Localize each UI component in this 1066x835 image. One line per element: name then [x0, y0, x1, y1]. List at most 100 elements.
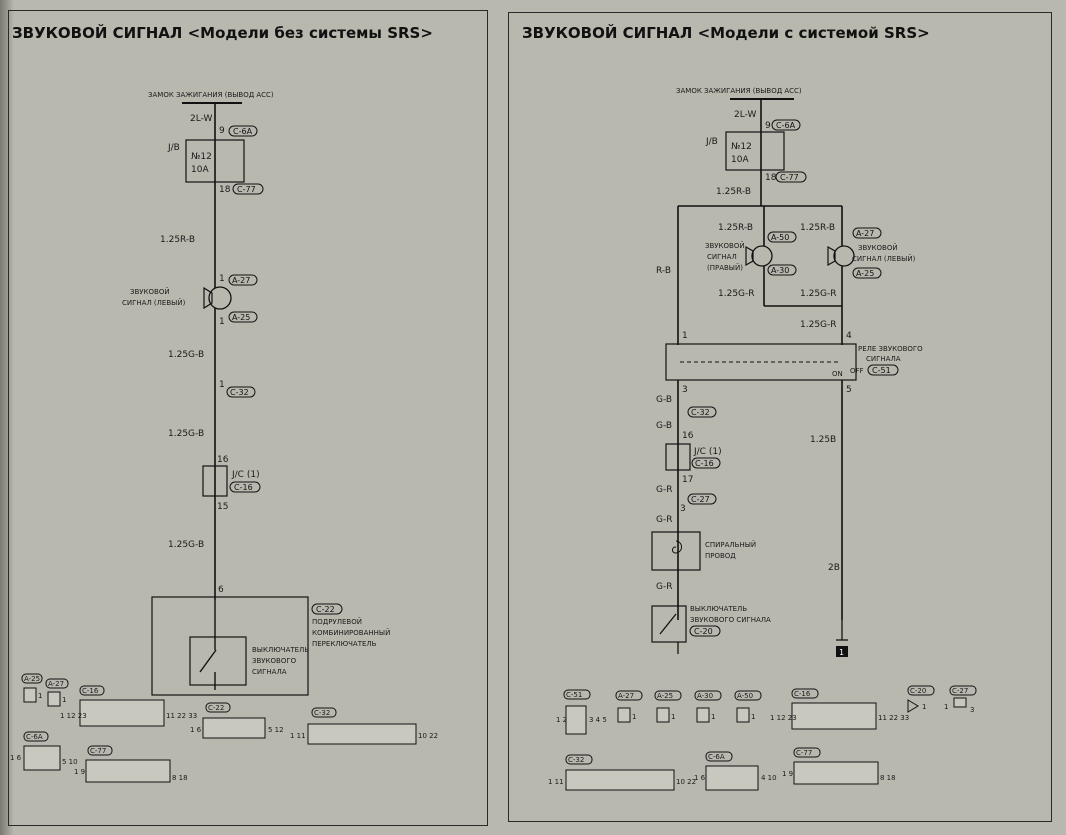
right-relay-off: OFF [850, 367, 864, 375]
left-badge-c32: C-32 [230, 388, 249, 397]
right-badge-c16: C-16 [695, 459, 714, 468]
right-spiral-box [651, 531, 701, 571]
left-combo-2: КОМБИНИРОВАННЫЙ [312, 628, 390, 637]
right-wire-gb-2: G-B [656, 421, 672, 431]
left-connector-c6a: C-6A 1 6 5 10 [10, 731, 78, 771]
svg-text:C-6A: C-6A [708, 753, 725, 761]
right-wiring-diagram: ЗАМОК ЗАЖИГАНИЯ (ВЫВОД ACC) 2L-W 9 C-6A … [548, 87, 977, 791]
svg-text:8 18: 8 18 [880, 774, 896, 782]
right-jb-label: J/B [705, 137, 718, 147]
right-connector-c32: C-32 1 11 10 22 [548, 754, 696, 791]
right-diagram-frame [508, 12, 1052, 822]
svg-text:C-77: C-77 [796, 749, 812, 757]
svg-text:1 2: 1 2 [556, 716, 567, 724]
svg-text:1 6: 1 6 [694, 774, 706, 782]
right-jc-box [665, 443, 691, 471]
svg-text:1: 1 [62, 696, 66, 704]
left-pin-1c: 1 [219, 380, 225, 390]
left-wiring-diagram: ЗАМОК ЗАЖИГАНИЯ (ВЫВОД ACC) 2L-W 9 C-6A … [10, 91, 438, 783]
right-jc-label: J/C (1) [693, 447, 722, 457]
left-wire-top: 2L-W [190, 114, 212, 124]
svg-text:1: 1 [671, 713, 675, 721]
right-connector-c16: C-16 1 12 23 11 22 33 [770, 688, 909, 730]
svg-text:11 22 33: 11 22 33 [878, 714, 909, 722]
svg-text:1: 1 [711, 713, 715, 721]
left-pin-9: 9 [219, 126, 225, 136]
right-wire-g-right: 1.25G-R [800, 289, 837, 299]
right-wire-gr-2: G-R [656, 515, 672, 525]
left-combo-1: ПОДРУЛЕВОЙ [312, 617, 362, 626]
left-switch-1: ВЫКЛЮЧАТЕЛЬ [252, 646, 309, 654]
left-horn-label-1: ЗВУКОВОЙ [130, 287, 170, 296]
left-badge-c6a: C-6A [233, 127, 253, 136]
left-connector-c22: C-22 1 6 5 12 [190, 702, 284, 739]
svg-text:5 12: 5 12 [268, 726, 284, 734]
left-badge-c6a-shape [228, 125, 258, 137]
svg-text:C-32: C-32 [314, 709, 330, 717]
right-spiral-2: ПРОВОД [705, 552, 736, 560]
left-badge-a27: A-27 [232, 276, 250, 285]
right-spiral-1: СПИРАЛЬНЫЙ [705, 540, 756, 549]
right-wire-2b: 2B [828, 563, 840, 573]
right-wire-rb-right: 1.25R-B [800, 223, 835, 233]
svg-text:10 22: 10 22 [676, 778, 696, 786]
svg-text:C-20: C-20 [910, 687, 926, 695]
right-pin-17: 17 [682, 475, 693, 485]
left-jb-label: J/B [167, 143, 180, 153]
binding-shadow [0, 0, 14, 835]
right-badge-a50: A-50 [771, 233, 789, 242]
svg-text:A-25: A-25 [24, 675, 40, 683]
right-badge-a25: A-25 [856, 269, 874, 278]
left-switch-3: СИГНАЛА [252, 668, 287, 676]
left-connector-a25: A-25 1 [21, 673, 43, 703]
svg-text:10 22: 10 22 [418, 732, 438, 740]
right-wire-gb-1: G-B [656, 395, 672, 405]
svg-text:5 10: 5 10 [62, 758, 78, 766]
right-wire-b: 1.25B [810, 435, 836, 445]
right-page: ЗВУКОВОЙ СИГНАЛ <Модели с системой SRS> … [500, 0, 1066, 835]
right-wire-top: 2L-W [734, 110, 756, 120]
right-pin-9: 9 [765, 121, 771, 131]
left-badge-c16: C-16 [234, 483, 253, 492]
right-horn-icon [751, 245, 773, 267]
left-wire-4: 1.25G-B [168, 540, 204, 550]
left-combo-3: ПЕРЕКЛЮЧАТЕЛЬ [312, 640, 377, 648]
right-badge-c77: C-77 [780, 173, 799, 182]
right-fuse-amp: 10A [731, 155, 749, 165]
right-badge-a27: A-27 [856, 229, 874, 238]
right-horn-l-1: ЗВУКОВОЙ [858, 243, 898, 252]
left-horn-icon [208, 286, 232, 310]
right-pin-1: 1 [682, 331, 688, 341]
left-fuse-amp: 10A [191, 165, 209, 175]
left-page: ЗВУКОВОЙ СИГНАЛ <Модели без системы SRS>… [0, 0, 500, 835]
left-pin-18: 18 [219, 185, 231, 195]
right-wire-rb: R-B [656, 266, 671, 276]
left-badge-c77-shape [232, 183, 264, 195]
left-switch-2: ЗВУКОВОГО [252, 657, 297, 665]
svg-text:C-22: C-22 [208, 704, 224, 712]
svg-text:C-51: C-51 [566, 691, 582, 699]
left-horn-srs-icon [833, 245, 855, 267]
right-badge-c27: C-27 [691, 495, 710, 504]
left-combo-switch-box [151, 596, 309, 696]
svg-text:A-50: A-50 [737, 692, 753, 700]
svg-text:1 6: 1 6 [190, 726, 202, 734]
svg-text:1 12 23: 1 12 23 [770, 714, 797, 722]
right-switch-1: ВЫКЛЮЧАТЕЛЬ [690, 605, 747, 613]
left-jc-box [202, 465, 228, 497]
left-badge-c22: C-22 [316, 605, 335, 614]
left-horn-switch [189, 636, 247, 686]
left-fuse-box [185, 139, 245, 183]
right-wire-gr-1: G-R [656, 485, 672, 495]
left-connector-c16: C-16 1 12 23 11 22 33 [60, 685, 197, 727]
svg-text:1: 1 [922, 703, 926, 711]
right-badge-c6a: C-6A [776, 121, 796, 130]
right-horn-label-2: СИГНАЛ [707, 253, 737, 261]
right-badge-a30: A-30 [771, 266, 789, 275]
right-connector-a27: A-27 1 [615, 690, 643, 723]
svg-text:A-27: A-27 [48, 680, 64, 688]
right-relay-1: РЕЛЕ ЗВУКОВОГО [858, 345, 923, 353]
svg-text:8 18: 8 18 [172, 774, 188, 782]
left-diagram-title: ЗВУКОВОЙ СИГНАЛ <Модели без системы SRS> [12, 24, 433, 42]
right-diagram-title: ЗВУКОВОЙ СИГНАЛ <Модели с системой SRS> [522, 24, 930, 42]
